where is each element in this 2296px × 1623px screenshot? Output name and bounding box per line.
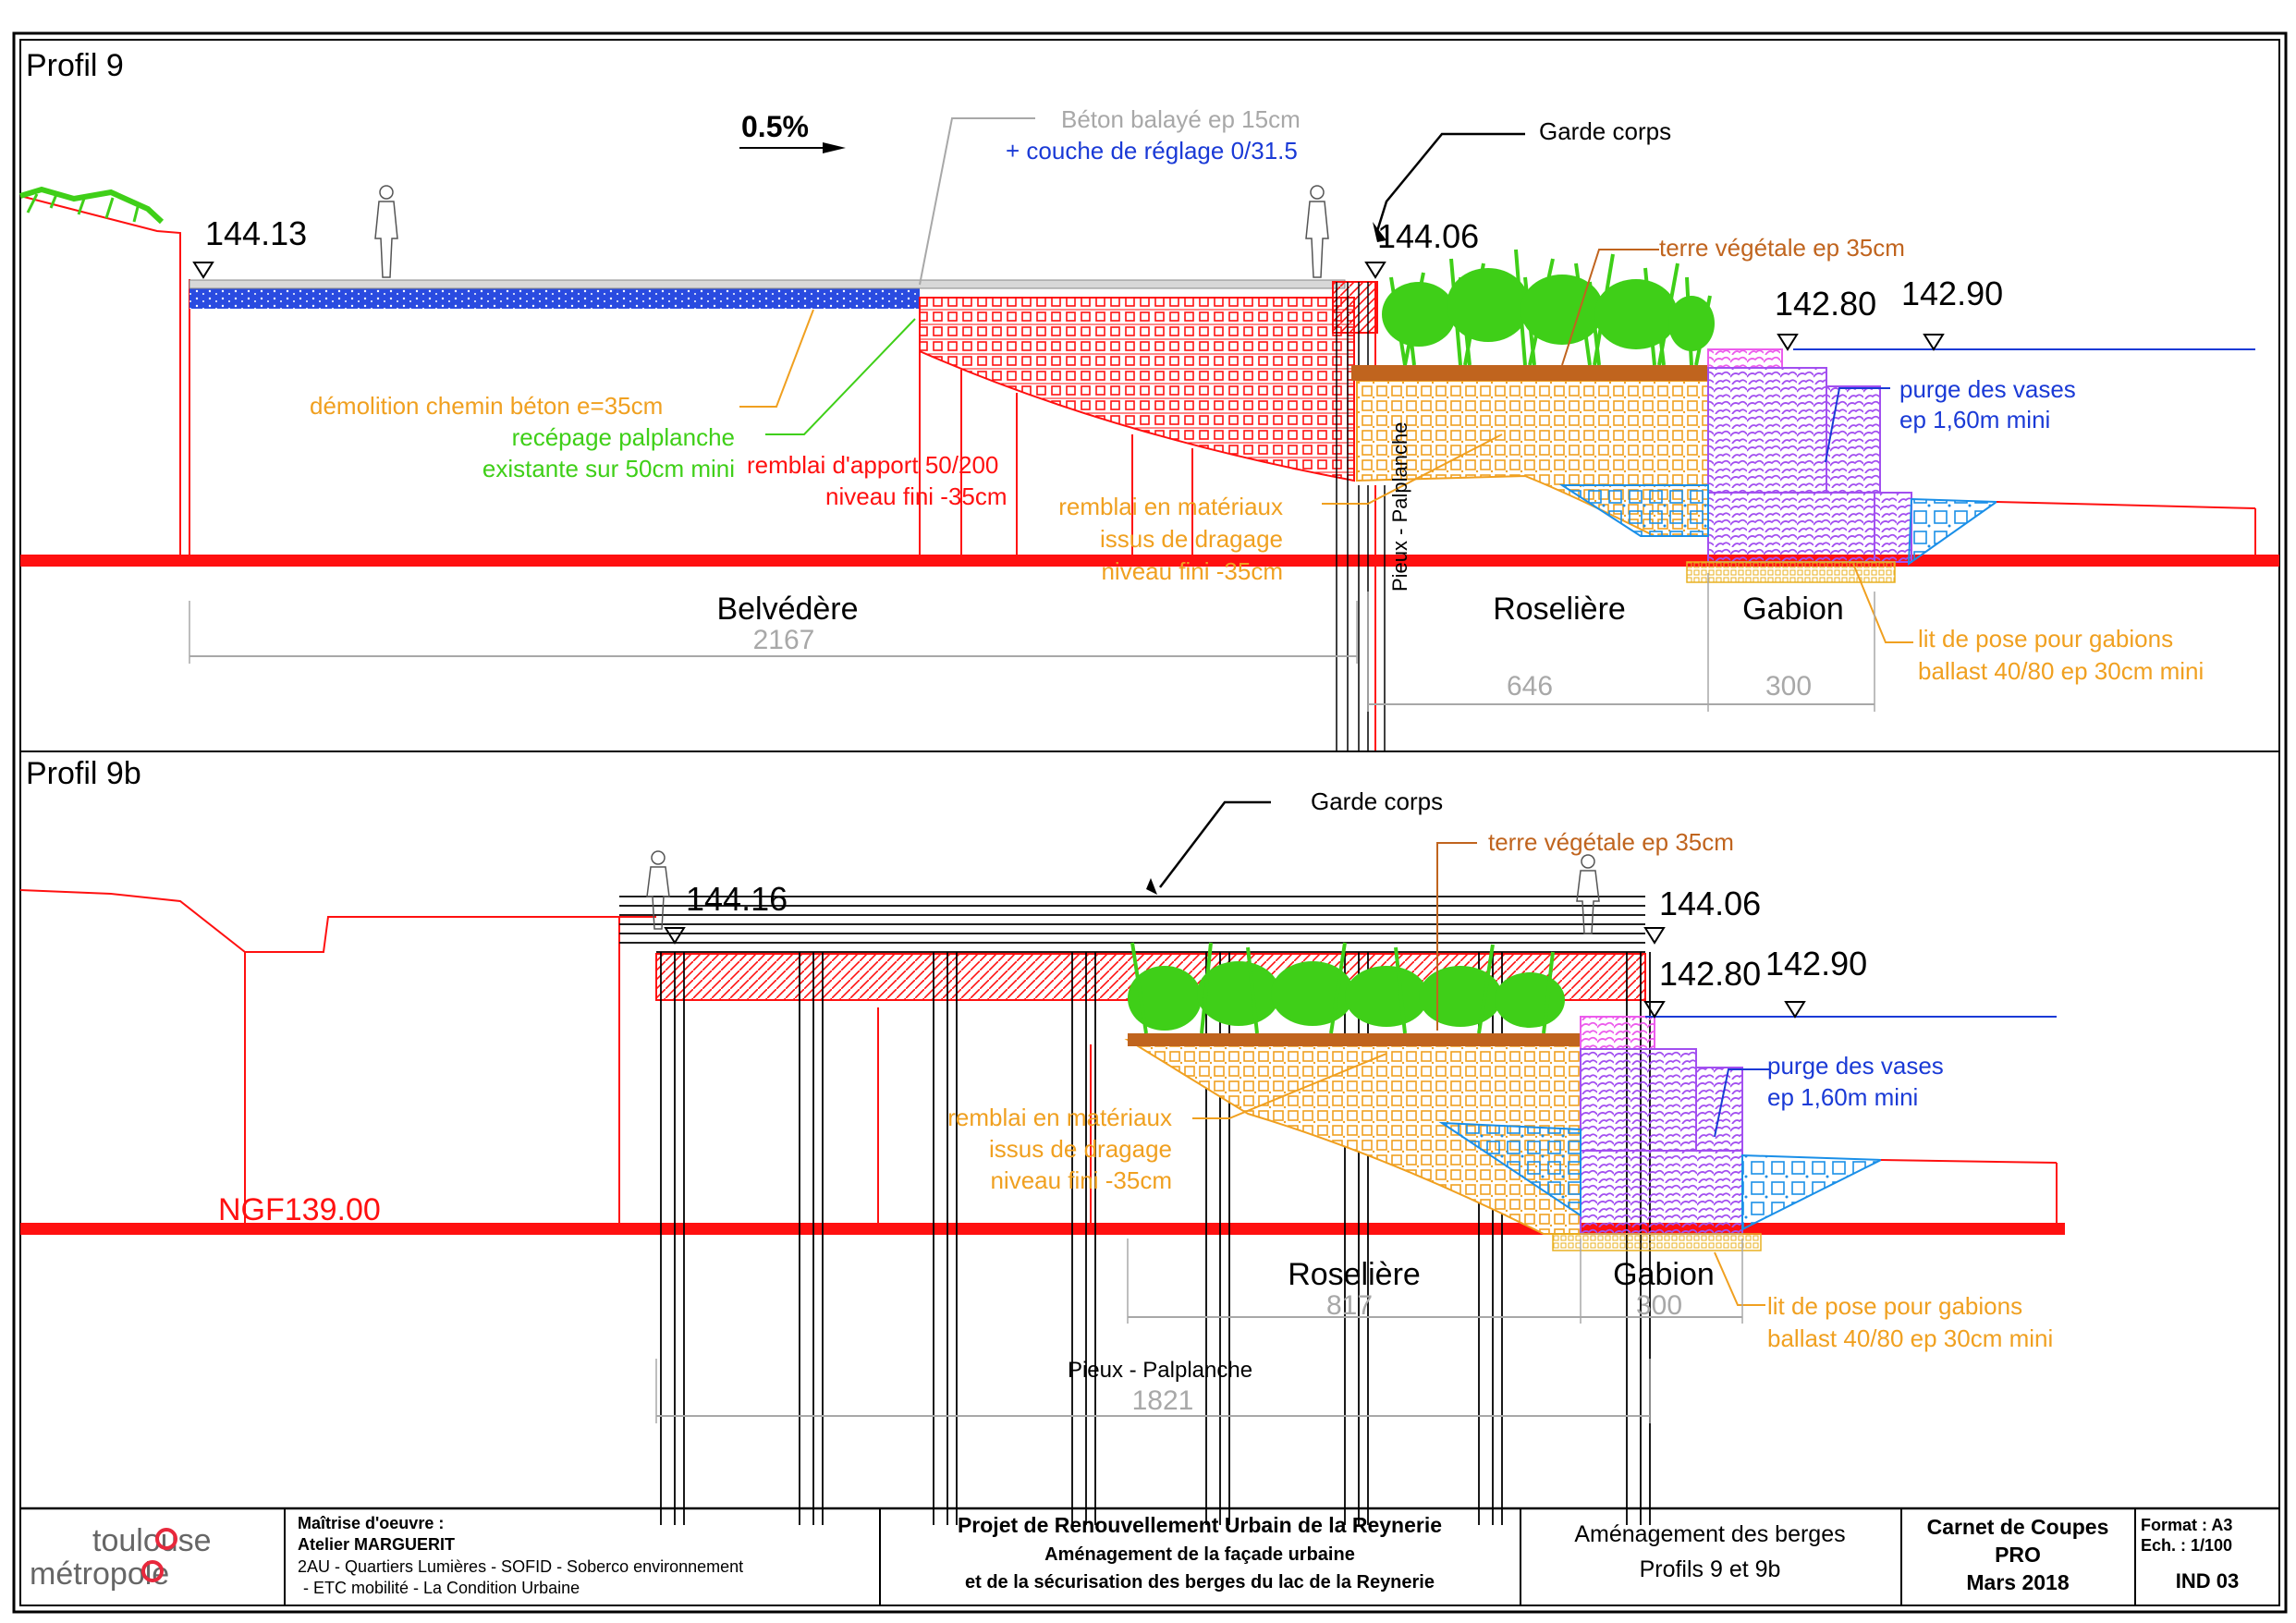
p9-level-water: 142.90 [1901,275,2003,312]
p9b-level-gabion: 142.80 [1659,955,1761,993]
p9b-level-right: 144.06 [1659,885,1761,922]
p9-terre-label: terre végétale ep 35cm [1659,234,1905,262]
p9-purge-2: ep 1,60m mini [1899,406,2050,433]
p9b-purge-1: purge des vases [1767,1052,1944,1080]
p9-lit-1: lit de pose pour gabions [1918,625,2173,653]
p9b-dragage-3: niveau fini -35cm [990,1166,1172,1194]
p9-terre-vegetale [1351,365,1708,381]
p9b-dragage-2: issus de dragage [989,1135,1172,1163]
moe-name: Atelier MARGUERIT [298,1535,455,1554]
p9b-zone-roseliere: Roselière [1288,1257,1421,1292]
p9-dim-gabion: 300 [1765,671,1812,702]
p9b-terre-vegetale [1128,1033,1581,1046]
p9-remblai-1: remblai d'apport 50/200 [747,451,998,479]
p9b-person-right-icon [1576,854,1600,934]
p9-pieux-label: Pieux - Palplanche [1388,422,1411,592]
p9b-gabions [1580,1016,1743,1235]
toulouse-metropole-logo: toulouse métropole [30,1523,212,1592]
p9-recepage-1: recépage palplanche [512,423,735,451]
outer-frame [12,31,2288,1614]
p9-zone-roseliere: Roselière [1493,592,1626,627]
p9b-dim-roseliere: 817 [1326,1290,1373,1321]
p9-slope: 0.5% [741,110,809,143]
p9-remblai-2: niveau fini -35cm [825,482,1008,510]
project-line-3: et de la sécurisation des berges du lac … [965,1572,1435,1592]
index-label: IND 03 [2176,1569,2239,1592]
moe-line-1: 2AU - Quartiers Lumières - SOFID - Sober… [298,1557,743,1576]
p9-zone-belvedere: Belvédère [716,592,858,627]
carnet-line-2: PRO [1995,1543,2041,1567]
profile-9: Profil 9 0.5% Béton balayé ep 15cm + cou… [19,48,2279,750]
p9-garde-corps-label: Garde corps [1539,117,1671,145]
p9-concrete-path [189,288,920,309]
subject-line-1: Aménagement des berges [1574,1521,1845,1547]
p9-lit-2: ballast 40/80 ep 30cm mini [1918,657,2204,685]
moe-line-2: - ETC mobilité - La Condition Urbaine [303,1579,580,1597]
p9-recepage-2: existante sur 50cm mini [482,455,735,482]
p9-level-gabion: 142.80 [1775,285,1876,323]
p9b-dim-gabion: 300 [1636,1290,1682,1321]
p9b-person-left-icon [646,850,670,930]
project-line-1: Projet de Renouvellement Urbain de la Re… [958,1513,1442,1537]
p9b-level-water: 142.90 [1765,945,1867,982]
p9b-level-left: 144.16 [686,880,788,918]
scale-label: Ech. : 1/100 [2141,1536,2232,1555]
p9b-zone-gabion: Gabion [1613,1257,1715,1292]
p9-level-left: 144.13 [205,214,307,252]
carnet-line-1: Carnet de Coupes [1927,1515,2109,1539]
p9-purge-1: purge des vases [1899,375,2076,403]
p9-dim-belvedere: 2167 [753,625,815,655]
inner-frame [19,39,2280,1606]
p9b-dragage-1: remblai en matériaux [947,1104,1172,1131]
p9-dim-roseliere: 646 [1507,671,1553,702]
p9-person-left-icon [374,185,398,278]
p9b-ngf-label: NGF139.00 [218,1192,381,1227]
p9-person-right-icon [1305,185,1329,278]
p9b-terre-label: terre végétale ep 35cm [1488,828,1734,856]
subject-line-2: Profils 9 et 9b [1640,1556,1781,1582]
p9b-lit-1: lit de pose pour gabions [1767,1292,2022,1320]
p9-dragage-3: niveau fini -35cm [1101,557,1283,585]
p9-couche-label: + couche de réglage 0/31.5 [1006,137,1298,165]
p9-gabions [1707,348,1912,563]
p9b-remblai-dragage [1124,1039,1582,1235]
logo-line-1: toulouse [92,1523,212,1558]
p9-zone-gabion: Gabion [1742,592,1844,627]
p9-remblai-apport [920,298,1354,481]
project-line-2: Aménagement de la façade urbaine [1044,1544,1355,1565]
p9-title: Profil 9 [26,48,124,83]
p9-beton-label: Béton balayé ep 15cm [1061,105,1301,133]
p9-demolition-label: démolition chemin béton e=35cm [310,392,663,420]
p9b-garde-corps-label: Garde corps [1311,787,1443,815]
p9-dragage-2: issus de dragage [1100,525,1283,553]
p9b-title: Profil 9b [26,756,141,791]
title-block: toulouse métropole Maîtrise d'oeuvre : A… [20,1507,2279,1605]
format-label: Format : A3 [2141,1516,2232,1534]
profile-9b: Profil 9b Garde corps terre végétale ep … [19,756,2065,1525]
p9b-purge-2: ep 1,60m mini [1767,1083,1918,1111]
carnet-line-3: Mars 2018 [1966,1570,2069,1594]
p9b-lit-2: ballast 40/80 ep 30cm mini [1767,1324,2053,1352]
p9-dragage-1: remblai en matériaux [1058,493,1283,520]
p9-level-right: 144.06 [1377,217,1479,255]
p9b-dim-pieux: 1821 [1132,1385,1194,1416]
moe-label: Maîtrise d'oeuvre : [298,1514,444,1532]
p9-beton-layer [189,279,1346,289]
p9b-pieux-label: Pieux - Palplanche [1068,1358,1252,1383]
